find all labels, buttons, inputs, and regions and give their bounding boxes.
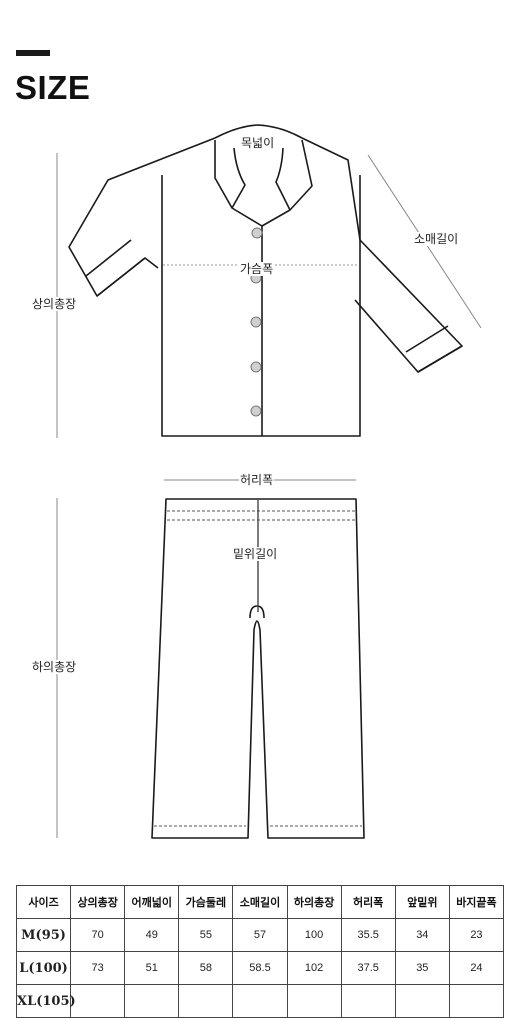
title-accent-bar bbox=[16, 50, 50, 56]
sleeve-length-label: 소매길이 bbox=[413, 232, 460, 246]
shoulder-line bbox=[214, 124, 303, 139]
button bbox=[250, 405, 262, 417]
right-sleeve-outline bbox=[301, 137, 463, 373]
left-sleeve-outline bbox=[68, 137, 216, 297]
rise-length-label: 밑위길이 bbox=[232, 547, 279, 561]
table-header-cell: 어깨넓이 bbox=[124, 885, 180, 919]
pants-crotch bbox=[249, 605, 265, 619]
table-header-cell: 앞밑위 bbox=[394, 885, 450, 919]
table-cell: 23 bbox=[448, 918, 505, 952]
collar bbox=[214, 139, 313, 227]
table-cell: 70 bbox=[70, 918, 126, 952]
top-buttons bbox=[250, 227, 263, 417]
bottom-length-label: 하의총장 bbox=[31, 660, 78, 674]
table-cell: 102 bbox=[286, 951, 342, 985]
size-cell: M(95) bbox=[15, 918, 72, 952]
table-cell bbox=[232, 984, 288, 1018]
table-cell bbox=[340, 984, 396, 1018]
table-cell: 49 bbox=[124, 918, 180, 952]
table-cell: 58 bbox=[178, 951, 234, 985]
table-cell: 51 bbox=[124, 951, 180, 985]
table-cell: 37.5 bbox=[340, 951, 396, 985]
collar-inner-right bbox=[275, 147, 291, 211]
neck-width-label: 목넓이 bbox=[240, 136, 276, 150]
table-header-row: 사이즈 상의총장 어깨넓이 가슴둘레 소매길이 하의총장 허리폭 앞밑위 바지끝… bbox=[15, 885, 505, 919]
table-header-cell: 허리폭 bbox=[340, 885, 396, 919]
size-cell: L(100) bbox=[15, 951, 72, 985]
table-cell bbox=[448, 984, 505, 1018]
table-header-cell: 가슴둘레 bbox=[178, 885, 234, 919]
table-cell bbox=[178, 984, 234, 1018]
table-cell: 57 bbox=[232, 918, 288, 952]
chest-width-label: 가슴폭 bbox=[239, 262, 275, 276]
table-cell bbox=[394, 984, 450, 1018]
pants-outline bbox=[151, 498, 365, 839]
table-cell bbox=[286, 984, 342, 1018]
left-cuff bbox=[85, 239, 146, 297]
top-body-outline bbox=[161, 175, 361, 437]
button bbox=[250, 361, 262, 373]
table-cell: 24 bbox=[448, 951, 505, 985]
table-cell: 35.5 bbox=[340, 918, 396, 952]
page-title: SIZE bbox=[15, 69, 91, 106]
garment-diagram bbox=[56, 124, 482, 839]
table-header-cell: 바지끝폭 bbox=[448, 885, 505, 919]
collar-inner-left bbox=[231, 147, 246, 209]
table-header-cell: 상의총장 bbox=[70, 885, 126, 919]
table-row: M(95) 70 49 55 57 100 35.5 34 23 bbox=[15, 918, 505, 952]
top-length-label: 상의총장 bbox=[31, 297, 78, 311]
table-cell: 73 bbox=[70, 951, 126, 985]
table-header-cell: 사이즈 bbox=[15, 885, 72, 919]
table-cell bbox=[70, 984, 126, 1018]
button bbox=[250, 316, 262, 328]
table-cell: 55 bbox=[178, 918, 234, 952]
table-cell: 58.5 bbox=[232, 951, 288, 985]
size-cell: XL(105) bbox=[15, 984, 76, 1018]
table-header-cell: 소매길이 bbox=[232, 885, 288, 919]
button bbox=[251, 227, 263, 239]
table-cell: 35 bbox=[394, 951, 450, 985]
table-cell bbox=[124, 984, 180, 1018]
right-cuff bbox=[405, 325, 463, 373]
table-row: XL(105) bbox=[15, 984, 505, 1018]
table-cell: 34 bbox=[394, 918, 450, 952]
table-row: L(100) 73 51 58 58.5 102 37.5 35 24 bbox=[15, 951, 505, 985]
size-table: 사이즈 상의총장 어깨넓이 가슴둘레 소매길이 하의총장 허리폭 앞밑위 바지끝… bbox=[15, 885, 505, 1018]
table-header-cell: 하의총장 bbox=[286, 885, 342, 919]
table-cell: 100 bbox=[286, 918, 342, 952]
waist-width-label: 허리폭 bbox=[239, 473, 275, 487]
